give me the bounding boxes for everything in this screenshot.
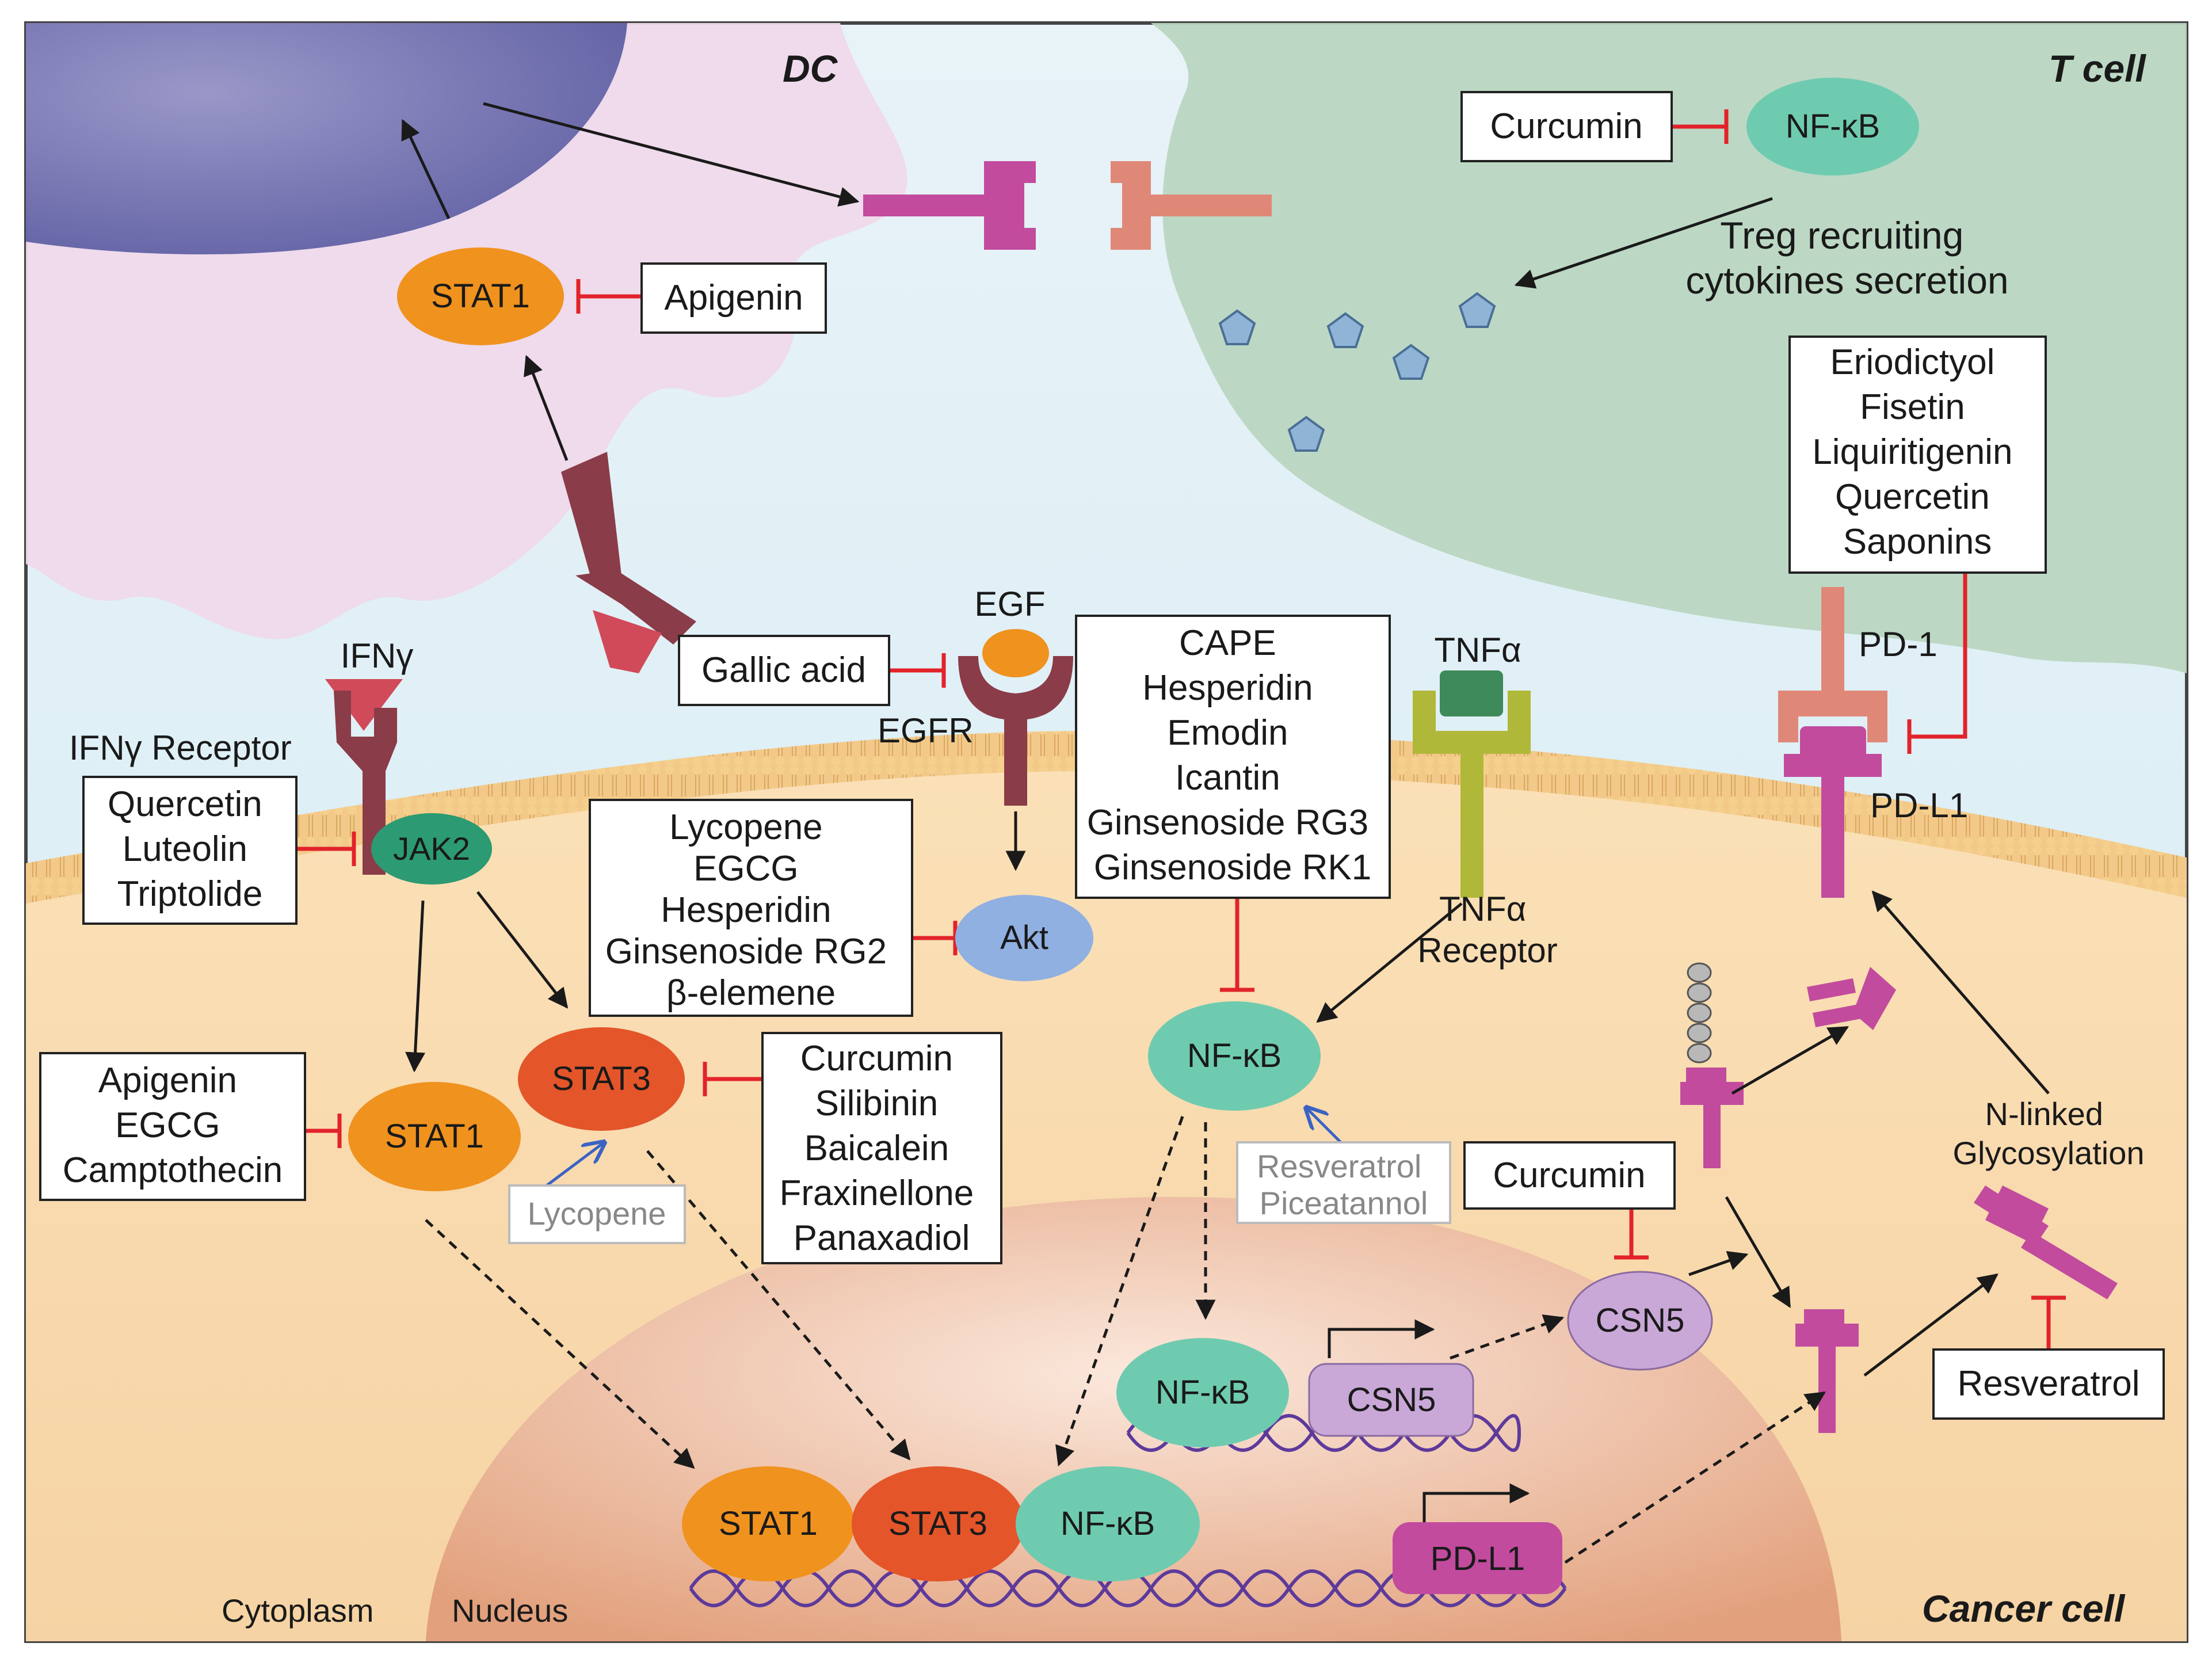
pdl1-tilted-icon (1974, 1185, 2118, 1299)
translocation-arrows (425, 1116, 1826, 1564)
svg-text:STAT1: STAT1 (719, 1505, 818, 1542)
dc-ifng-receptor (561, 452, 696, 673)
tnfa-receptor-label: TNFα Receptor (1417, 890, 1557, 970)
pd1-icon (1778, 587, 1887, 742)
svg-text:CAPE Hesperidin Em: CAPE Hesperidin Emodin Icantin Ginsenosi… (1087, 623, 1379, 887)
t-cell-label: T cell (2049, 47, 2146, 90)
egf-label: EGF (974, 585, 1045, 623)
pd1-inhibitors-box: Eriodictyol Fisetin Liquiritigenin Querc… (1788, 336, 2047, 574)
svg-text:Resveratrol Piceatannol: Resveratrol Piceatannol (1257, 1148, 1431, 1221)
nfkb-nuc-node: NF-κB (1116, 1338, 1289, 1447)
nfkb-cyto-node: NF-κB (1148, 1001, 1321, 1111)
inhibition-lines (296, 109, 2066, 1364)
svg-text:Curcumin: Curcumin (1490, 106, 1642, 146)
svg-text:CSN5: CSN5 (1347, 1381, 1436, 1419)
csn5-gene-node: CSN5 (1308, 1363, 1474, 1437)
glycosylation-annotation: N-linked Glycosylation (1952, 1096, 2144, 1171)
egfr-receptor-icon (958, 629, 1073, 806)
svg-text:STAT3: STAT3 (552, 1060, 651, 1097)
svg-text:Eriodictyol Fisetin: Eriodictyol Fisetin Liquiritigenin Querc… (1812, 342, 2022, 562)
curcumin-csn5-box: Curcumin (1463, 1141, 1676, 1210)
svg-text:JAK2: JAK2 (393, 830, 470, 867)
stat3-nuc-node: STAT3 (852, 1466, 1024, 1581)
treg-annotation: Treg recruiting cytokines secretion (1685, 214, 2008, 302)
svg-text:Quercetin Luteolin: Quercetin Luteolin Triptolide (108, 784, 272, 914)
stat1-nuc-node: STAT1 (682, 1466, 855, 1581)
jak2-node: JAK2 (371, 813, 492, 885)
cytoplasm-label: Cytoplasm (222, 1592, 374, 1629)
egfr-label: EGFR (878, 711, 974, 750)
svg-text:Apigenin EGCG Camp: Apigenin EGCG Camptothecin (63, 1061, 283, 1190)
blue-activation-arrows (546, 1108, 1345, 1187)
gallic-acid-box: Gallic acid (678, 635, 890, 706)
ifng-label: IFNγ (341, 636, 414, 675)
nucleus-label: Nucleus (452, 1592, 568, 1629)
svg-text:Resveratrol: Resveratrol (1958, 1364, 2140, 1404)
stat3-inhibitors-box: Curcumin Silibinin Baicalein Fraxinellon… (761, 1032, 1002, 1264)
ifng-receptor-label: IFNγ Receptor (69, 729, 292, 767)
pd1-label: PD-1 (1859, 625, 1938, 664)
pdl1-nascent-icon (1795, 1309, 1859, 1433)
resveratrol-box: Resveratrol (1932, 1348, 2165, 1420)
pdl1-label: PD-L1 (1870, 786, 1968, 825)
ifng-receptor-icon (325, 679, 403, 875)
svg-text:NF-κB: NF-κB (1786, 108, 1880, 145)
activation-arrows (401, 102, 2050, 1377)
tnfa-receptor-icon (1413, 670, 1531, 898)
svg-text:Lycopene: Lycopene (528, 1195, 666, 1232)
svg-text:NF-κB: NF-κB (1155, 1374, 1250, 1411)
svg-text:CSN5: CSN5 (1596, 1302, 1685, 1339)
nfkb-inhibitors-box: CAPE Hesperidin Emodin Icantin Ginsenosi… (1075, 615, 1391, 899)
resveratrol-piceatannol-activator-box: Resveratrol Piceatannol (1236, 1141, 1451, 1224)
apigenin-dc-box: Apigenin (640, 262, 827, 334)
svg-text:NF-κB: NF-κB (1187, 1037, 1282, 1074)
stat1-cyto-node: STAT1 (348, 1082, 521, 1191)
pdl1-tss-arrow (1422, 1483, 1530, 1522)
dc-nucleus (26, 23, 627, 255)
svg-text:Lycopene EGCG Hesp: Lycopene EGCG Hesperidin Ginsenoside RG2… (605, 807, 897, 1013)
pdl1-icon (1784, 726, 1882, 898)
tnfa-label: TNFα (1434, 631, 1521, 669)
lycopene-activator-box: Lycopene (508, 1184, 686, 1244)
csn5-tss-arrow (1328, 1319, 1435, 1358)
svg-text:STAT1: STAT1 (385, 1118, 484, 1155)
svg-text:Gallic acid: Gallic acid (701, 650, 866, 690)
svg-text:Curcumin: Curcumin (1493, 1156, 1645, 1195)
cell-membrane (26, 731, 2187, 904)
csn5-cyto-node: CSN5 (1567, 1271, 1713, 1371)
pdl1-gene-node: PD-L1 (1393, 1522, 1562, 1594)
cancer-cell-label: Cancer cell (1922, 1587, 2126, 1630)
svg-text:Apigenin: Apigenin (664, 278, 803, 318)
svg-text:NF-κB: NF-κB (1061, 1505, 1155, 1542)
cytokines (1218, 292, 1496, 452)
curcumin-tcell-box: Curcumin (1460, 91, 1673, 162)
tcr-molecule (1111, 161, 1272, 250)
stat1-inhibitors-box: Apigenin EGCG Camptothecin (39, 1052, 306, 1201)
svg-text:PD-L1: PD-L1 (1431, 1540, 1525, 1577)
jak2-inhibitors-box: Quercetin Luteolin Triptolide (82, 776, 298, 925)
svg-text:STAT1: STAT1 (431, 277, 530, 315)
svg-text:STAT3: STAT3 (888, 1505, 987, 1542)
pdl1-degraded-icon (1807, 967, 1896, 1030)
stat3-cyto-node: STAT3 (518, 1027, 685, 1131)
svg-text:Curcumin Silibinin: Curcumin Silibinin Baicalein Fraxinellon… (780, 1039, 984, 1258)
nfkb-tcell-node: NF-κB (1746, 78, 1919, 176)
mhc-molecule (863, 161, 1036, 250)
stat1-dc-node: STAT1 (397, 247, 564, 345)
akt-inhibitors-box: Lycopene EGCG Hesperidin Ginsenoside RG2… (589, 799, 913, 1017)
dc-label: DC (783, 47, 838, 90)
svg-text:Akt: Akt (1000, 919, 1048, 956)
akt-node: Akt (955, 895, 1093, 981)
nfkb-nuc2-node: NF-κB (1016, 1466, 1200, 1581)
